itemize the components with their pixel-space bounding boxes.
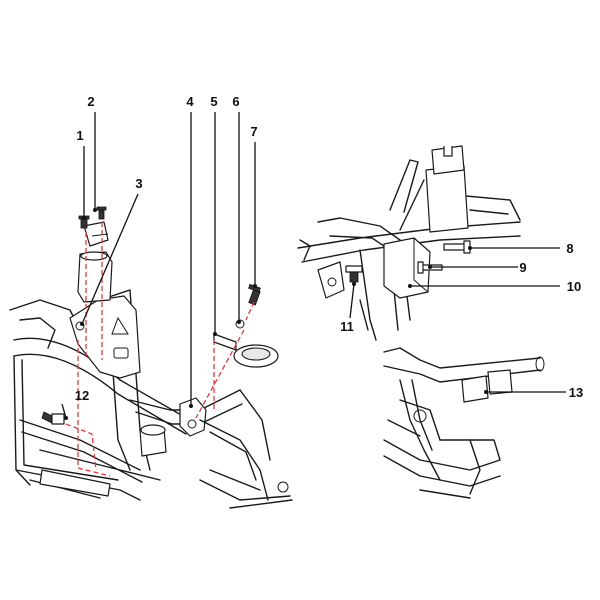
nut-3 [75,321,85,331]
mounting-bracket [69,295,141,379]
callout-9: 9 [519,260,526,275]
callout-2: 2 [87,94,94,109]
screw-2 [96,206,107,220]
control-box-10 [383,237,431,299]
fastener-11 [345,265,363,283]
callout-5: 5 [210,94,217,109]
bolt-12 [41,411,65,425]
bolt-7 [248,283,261,306]
leader-lines [61,112,566,419]
callout-13: 13 [569,385,583,400]
leader-dots [64,208,488,420]
bolt-8 [443,240,471,254]
callout-10: 10 [567,279,581,294]
callout-6: 6 [232,94,239,109]
frame-right-structure [199,389,293,509]
callout-8: 8 [566,241,573,256]
callout-1: 1 [76,128,83,143]
frame-rear-section [9,299,141,501]
callout-11: 11 [340,319,354,334]
block-13 [461,369,513,403]
callout-12: 12 [75,388,89,403]
sensor-assembly [77,221,113,303]
callout-7: 7 [250,124,257,139]
plate-5 [213,333,237,351]
callout-labels: 1 2 3 4 5 6 7 8 9 10 11 12 13 [75,94,583,403]
assembly-paths [65,222,255,477]
frame-lower-tubes [383,347,541,499]
washer-6 [235,319,245,329]
main-frame-view [9,289,293,509]
grommet-ring [233,344,279,368]
callout-3: 3 [135,176,142,191]
callout-4: 4 [186,94,194,109]
frame-lower-rails [19,419,161,499]
upper-right-view [297,145,521,341]
bracket-lower-mount [179,397,207,437]
lower-right-view [383,347,545,499]
